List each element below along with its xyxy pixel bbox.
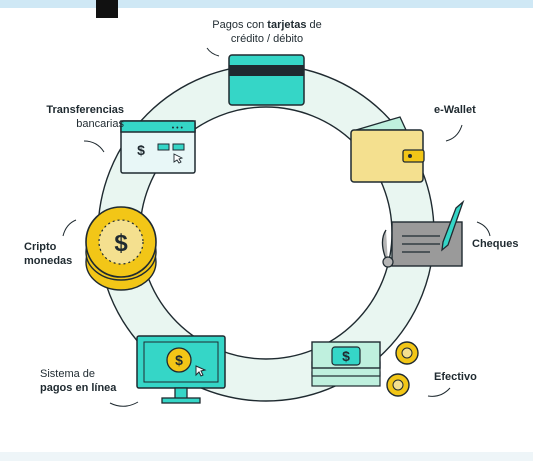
label-cheques: Cheques (472, 237, 518, 251)
coin-bottom-icon (386, 373, 410, 397)
coin-top-icon (395, 341, 419, 365)
transferencias-arrow (83, 140, 105, 153)
label-ewallet: e-Wallet (434, 103, 476, 117)
label-tarjetas-line2: crédito / débito (230, 33, 304, 45)
label-cheques-text: Cheques (472, 238, 519, 250)
pagos-arrow (109, 401, 139, 407)
monitor-dollar-icon: $ (175, 352, 183, 368)
label-tarjetas-bold: tarjetas (267, 19, 307, 31)
top-accent-bar (0, 0, 533, 8)
label-pagos-line1: Sistema de (40, 368, 96, 380)
label-ewallet-text: e-Wallet (434, 104, 476, 116)
label-pagos: Sistema de pagos en línea (40, 367, 116, 395)
cheques-arrow (476, 221, 491, 237)
label-transferencias-line2: bancarias (76, 118, 124, 130)
cash-stack-icon (311, 341, 381, 387)
label-pagos-line2: pagos en línea (40, 382, 117, 394)
label-tarjetas: Pagos con tarjetas de crédito / débito (200, 18, 334, 46)
browser-window-icon (120, 120, 196, 174)
bottom-strip (0, 452, 533, 461)
browser-dots-icon: • • • (172, 125, 184, 132)
label-cripto-line1: Cripto (24, 241, 57, 253)
cripto-arrow (62, 219, 77, 237)
label-cripto-line2: monedas (24, 255, 73, 267)
label-tarjetas-pre: Pagos con (212, 19, 268, 31)
label-cripto: Cripto monedas (24, 240, 72, 268)
label-transferencias: Transferencias bancarias (16, 103, 124, 131)
efectivo-arrow (427, 387, 451, 397)
label-transferencias-line1: Transferencias (46, 104, 124, 116)
wallet-icon (350, 116, 425, 183)
browser-dollar-icon: $ (137, 142, 145, 158)
crypto-dollar-icon: $ (114, 230, 128, 257)
tarjetas-arrow (206, 47, 220, 57)
monitor-icon (136, 335, 226, 404)
cash-dollar-icon: $ (342, 348, 350, 364)
ewallet-arrow (445, 124, 463, 142)
label-efectivo: Efectivo (434, 370, 477, 384)
crypto-coin-icon (85, 206, 157, 291)
credit-card-icon (228, 54, 305, 106)
label-efectivo-text: Efectivo (434, 371, 477, 383)
label-tarjetas-post: de (306, 19, 322, 31)
top-dark-tab (96, 0, 118, 18)
cheque-icon (381, 199, 465, 268)
